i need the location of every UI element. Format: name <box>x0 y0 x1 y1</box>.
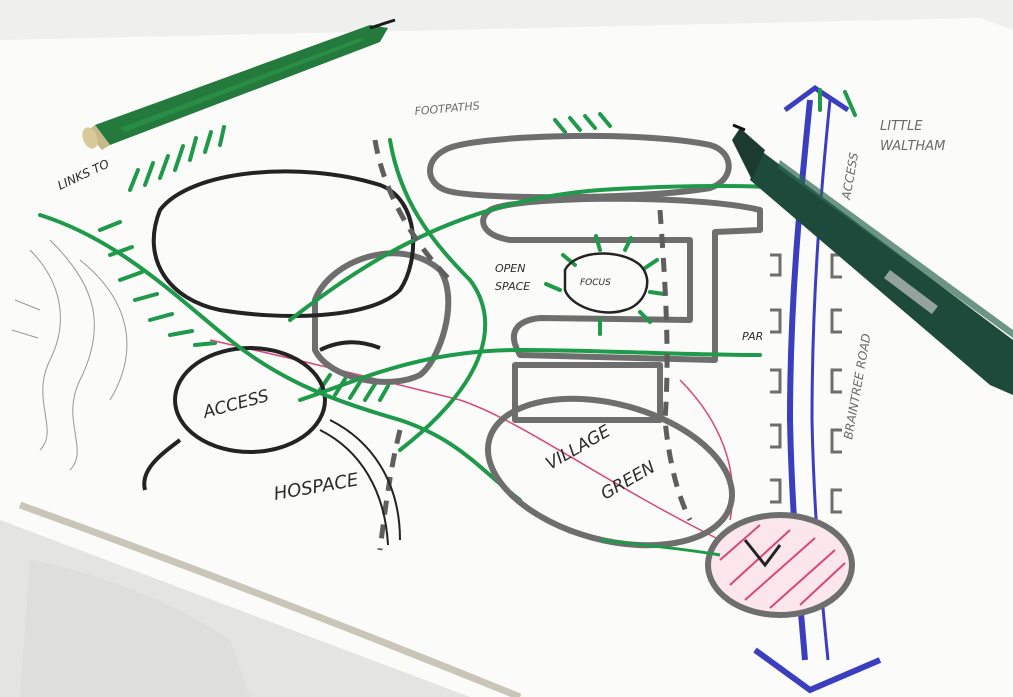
gateway-circle <box>708 515 852 615</box>
label-open: OPEN <box>495 262 525 275</box>
label-waltham: WALTHAM <box>880 139 945 154</box>
label-little: LITTLE <box>880 119 923 134</box>
label-par: PAR <box>742 330 763 343</box>
label-focus: FOCUS <box>580 278 611 288</box>
label-space: SPACE <box>495 280 530 293</box>
